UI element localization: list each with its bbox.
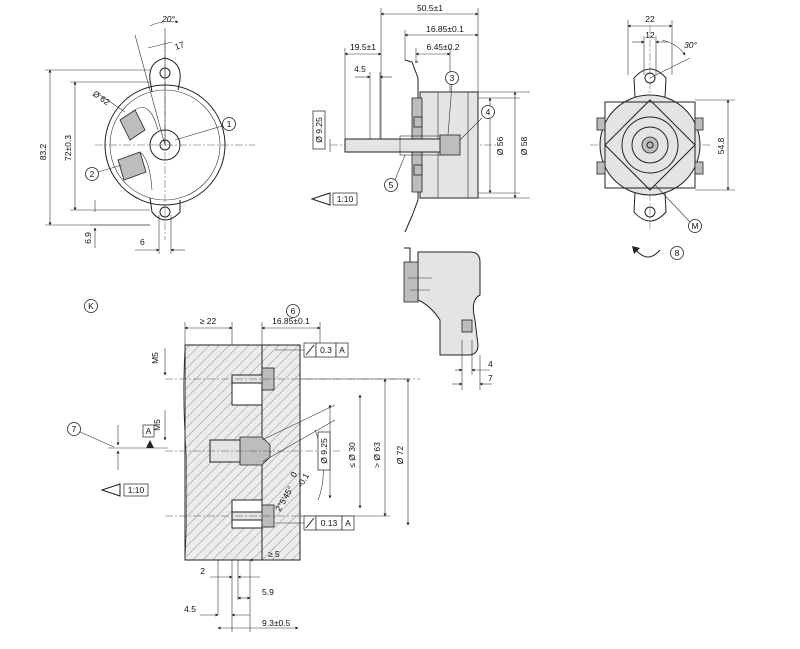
- callout-8: 8: [670, 246, 684, 260]
- svg-text:3: 3: [450, 73, 455, 83]
- dim-54-8-label: 54.8: [716, 137, 726, 154]
- svg-text:M: M: [691, 221, 698, 231]
- dim-9-3-label: 9.3±0.5: [262, 618, 291, 628]
- svg-text:5: 5: [389, 180, 394, 190]
- svg-text:Ø 9.25: Ø 9.25: [314, 117, 324, 143]
- dim-17-label: 17: [173, 39, 186, 52]
- dia-30-label: ≤ Ø 30: [347, 442, 357, 468]
- m5-top-label: M5: [150, 352, 160, 364]
- front-view: [45, 20, 255, 254]
- svg-text:K: K: [88, 301, 94, 311]
- dia-56-label: Ø 56: [495, 137, 505, 156]
- callout-m: M: [688, 219, 702, 233]
- dia-72-label: Ø 72: [395, 446, 405, 465]
- mounting-section-view: [108, 322, 420, 632]
- dia-9-25-side-box: Ø 9.25: [312, 110, 326, 150]
- svg-text:0.3: 0.3: [320, 345, 332, 355]
- dia-9-25-section-box: Ø 9.25: [317, 431, 331, 471]
- dim-6-9-label: 6.9: [83, 232, 93, 244]
- svg-text:1:10: 1:10: [337, 194, 354, 204]
- svg-text:4: 4: [486, 107, 491, 117]
- rotation-arrow-icon: [632, 246, 661, 258]
- svg-text:6: 6: [291, 306, 296, 316]
- dia-63-label: > Ø 63: [372, 442, 382, 468]
- dim-50-5-label: 50.5±1: [417, 3, 443, 13]
- svg-text:0.13: 0.13: [321, 518, 338, 528]
- angle-30-label: 30°: [684, 40, 697, 50]
- svg-text:1: 1: [227, 119, 232, 129]
- callout-3: 3: [445, 71, 459, 136]
- dim-16-85-bottom-label: 16.85±0.1: [272, 316, 310, 326]
- svg-text:0: 0: [288, 470, 299, 479]
- scale-indicator-bottom: 1:10: [100, 483, 149, 497]
- dim-6-label: 6: [140, 237, 145, 247]
- svg-text:7: 7: [72, 424, 77, 434]
- svg-text:Ø 9.25: Ø 9.25: [319, 438, 329, 464]
- angle-20-label: 20°: [161, 14, 175, 24]
- svg-text:A: A: [345, 518, 351, 528]
- dim-4-5-bottom-label: 4.5: [184, 604, 196, 614]
- dim-19-5-label: 19.5±1: [350, 42, 376, 52]
- dim-22-label: 22: [645, 14, 655, 24]
- callout-6: 6: [286, 304, 300, 318]
- dim-4-label: 4: [488, 359, 493, 369]
- dim-7-label: 7: [488, 373, 493, 383]
- dim-5-min-label: ≥ 5: [268, 549, 280, 559]
- dim-12-label: 12: [645, 30, 655, 40]
- dim-83-2-label: 83.2: [38, 143, 48, 160]
- callout-7: 7: [67, 422, 115, 448]
- svg-text:2: 2: [90, 169, 95, 179]
- dim-22-min-label: ≥ 22: [200, 316, 217, 326]
- svg-text:A: A: [146, 426, 152, 436]
- dim-2-label: 2: [200, 566, 205, 576]
- dim-6-45-label: 6.45±0.2: [426, 42, 459, 52]
- dim-72-label: 72±0.3: [63, 135, 73, 161]
- dim-4-5-top-label: 4.5: [354, 64, 366, 74]
- side-detail-view: [403, 247, 492, 390]
- dim-5-9-label: 5.9: [262, 587, 274, 597]
- tolerance-frame-runout-0-13: 0.13 A: [275, 515, 355, 531]
- rear-view: [590, 20, 735, 230]
- scale-indicator-top: 1:10: [310, 192, 358, 206]
- dia-62-label: Ø 62: [91, 88, 112, 107]
- dim-16-85-top-label: 16.85±0.1: [426, 24, 464, 34]
- datum-a-box: A: [142, 424, 155, 438]
- callout-4: 4: [459, 105, 495, 141]
- svg-text:8: 8: [675, 248, 680, 258]
- callout-2: 2: [85, 164, 123, 181]
- callout-1: 1: [174, 117, 236, 141]
- m5-bottom-label: M5: [152, 419, 162, 431]
- callout-k: K: [84, 299, 98, 313]
- callout-5: 5: [384, 154, 406, 192]
- tolerance-frame-runout-0-3: 0.3 A: [275, 342, 349, 358]
- dia-58-label: Ø 58: [519, 137, 529, 156]
- side-view: [329, 8, 530, 233]
- svg-text:1:10: 1:10: [128, 485, 145, 495]
- svg-text:A: A: [339, 345, 345, 355]
